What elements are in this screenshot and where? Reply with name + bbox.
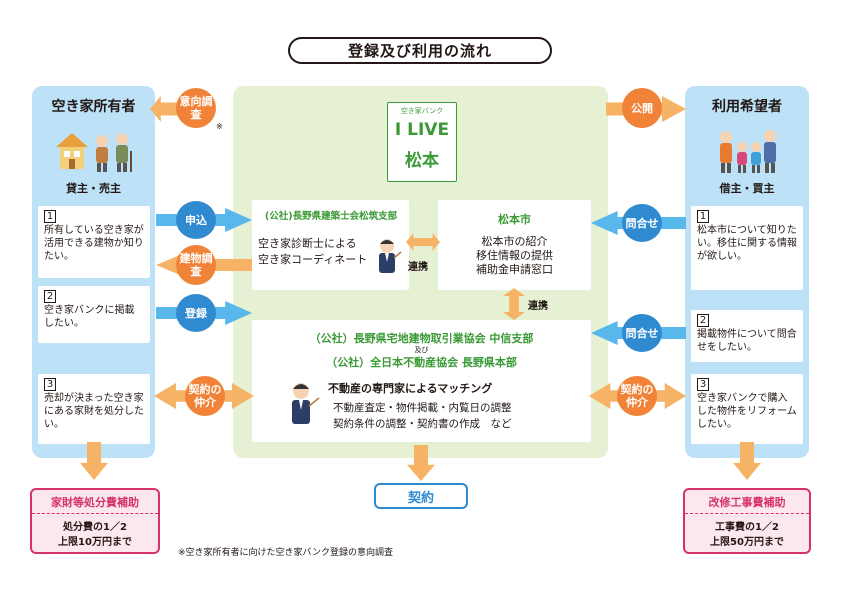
- realestate-line-2: 契約条件の調整・契約書の作成 など: [333, 418, 512, 430]
- architects-desc: 空き家診断士による 空き家コーディネート: [258, 236, 367, 268]
- subsidy-left-line-1: 処分費の1／2: [63, 522, 127, 533]
- logo-main-text: I LIVE: [394, 120, 450, 140]
- step-number: 3: [697, 378, 709, 391]
- realestate-org-1: （公社）長野県宅地建物取引業協会 中信支部: [309, 332, 534, 345]
- step-text: 売却が決まった空き家にある家財を処分したい。: [44, 393, 144, 430]
- subsidy-right-line-1: 工事費の1／2: [715, 522, 779, 533]
- subsidy-right-title: 改修工事費補助: [685, 490, 809, 514]
- step-number: 1: [44, 210, 56, 223]
- subsidy-left-box: 家財等処分費補助 処分費の1／2 上限10万円まで: [30, 488, 160, 554]
- survey-label: 意向調査: [176, 88, 216, 128]
- step-text: 掲載物件について問合せをしたい。: [697, 329, 797, 353]
- architects-name: (公社)長野県建築士会松筑支部: [264, 211, 398, 222]
- inquiry-label-2: 問合せ: [622, 314, 662, 352]
- owner-step-1: 1 所有している空き家が活用できる建物か知りたい。: [38, 206, 150, 278]
- city-line-1: 松本市の紹介: [481, 235, 548, 248]
- step-text: 空き家バンクに掲載したい。: [44, 305, 135, 329]
- akiya-bank-logo: 空き家バンク I LIVE 松本: [387, 102, 457, 182]
- footnote: ※空き家所有者に向けた空き家バンク登録の意向調査: [178, 548, 393, 558]
- city-desc: 松本市の紹介 移住情報の提供 補助金申請窓口: [438, 235, 591, 277]
- step-text: 空き家バンクで購入した物件をリフォームしたい。: [697, 393, 797, 430]
- user-heading: 利用希望者: [712, 99, 782, 115]
- logo-top-text: 空き家バンク: [400, 107, 444, 115]
- broker-left-label: 契約の仲介: [185, 376, 225, 416]
- city-card: [438, 200, 591, 290]
- realestate-and: 及び: [414, 346, 429, 354]
- logo-city-text: 松本: [405, 151, 439, 171]
- step-text: 松本市について知りたい。移住に関する情報が欲しい。: [697, 225, 797, 262]
- link-label-1: 連携: [408, 262, 428, 273]
- city-line-2: 移住情報の提供: [476, 249, 553, 262]
- owner-step-3: 3 売却が決まった空き家にある家財を処分したい。: [38, 374, 150, 444]
- user-step-2: 2 掲載物件について問合せをしたい。: [691, 310, 803, 362]
- publish-label: 公開: [622, 88, 662, 128]
- step-number: 3: [44, 378, 56, 391]
- realestate-line-1: 不動産査定・物件掲載・内覧日の調整: [333, 402, 512, 414]
- realestate-org-2: （公社）全日本不動産協会 長野県本部: [326, 356, 517, 369]
- user-family-illustration: [720, 130, 776, 173]
- subsidy-left-line-2: 上限10万円まで: [58, 537, 132, 548]
- realestate-desc: 不動産査定・物件掲載・内覧日の調整 契約条件の調整・契約書の作成 など: [333, 400, 578, 432]
- register-label: 登録: [176, 294, 216, 332]
- architects-line-2: 空き家コーディネート: [258, 253, 368, 266]
- page-title: 登録及び利用の流れ: [288, 37, 552, 64]
- user-step-1: 1 松本市について知りたい。移住に関する情報が欲しい。: [691, 206, 803, 290]
- owner-family-illustration: [56, 133, 132, 172]
- owner-role: 貸主・売主: [66, 182, 121, 195]
- inquiry-label-1: 問合せ: [622, 204, 662, 242]
- subsidy-left-title: 家財等処分費補助: [32, 490, 158, 514]
- city-line-3: 補助金申請窓口: [476, 263, 553, 276]
- link-label-2: 連携: [528, 301, 548, 312]
- owner-heading: 空き家所有者: [51, 99, 136, 115]
- owner-step-2: 2 空き家バンクに掲載したい。: [38, 286, 150, 343]
- survey-footnote-mark: ※: [216, 122, 223, 131]
- realtor-icon: [292, 383, 320, 424]
- subsidy-right-line-2: 上限50万円まで: [710, 537, 784, 548]
- step-number: 2: [697, 314, 709, 327]
- contract-box: 契約: [374, 483, 468, 509]
- step-number: 2: [44, 290, 56, 303]
- subsidy-right-box: 改修工事費補助 工事費の1／2 上限50万円まで: [683, 488, 811, 554]
- architects-line-1: 空き家診断士による: [258, 237, 357, 250]
- link-arrow-vertical: [503, 288, 525, 320]
- step-text: 所有している空き家が活用できる建物か知りたい。: [44, 225, 144, 262]
- user-role: 借主・買主: [719, 182, 775, 195]
- city-name: 松本市: [498, 213, 531, 226]
- step-number: 1: [697, 210, 709, 223]
- user-step-3: 3 空き家バンクで購入した物件をリフォームしたい。: [691, 374, 803, 444]
- consultant-icon: [379, 239, 402, 273]
- realestate-heading: 不動産の専門家によるマッチング: [328, 382, 493, 395]
- inspect-label: 建物調査: [176, 245, 216, 285]
- broker-right-label: 契約の仲介: [617, 376, 657, 416]
- apply-label: 申込: [176, 201, 216, 239]
